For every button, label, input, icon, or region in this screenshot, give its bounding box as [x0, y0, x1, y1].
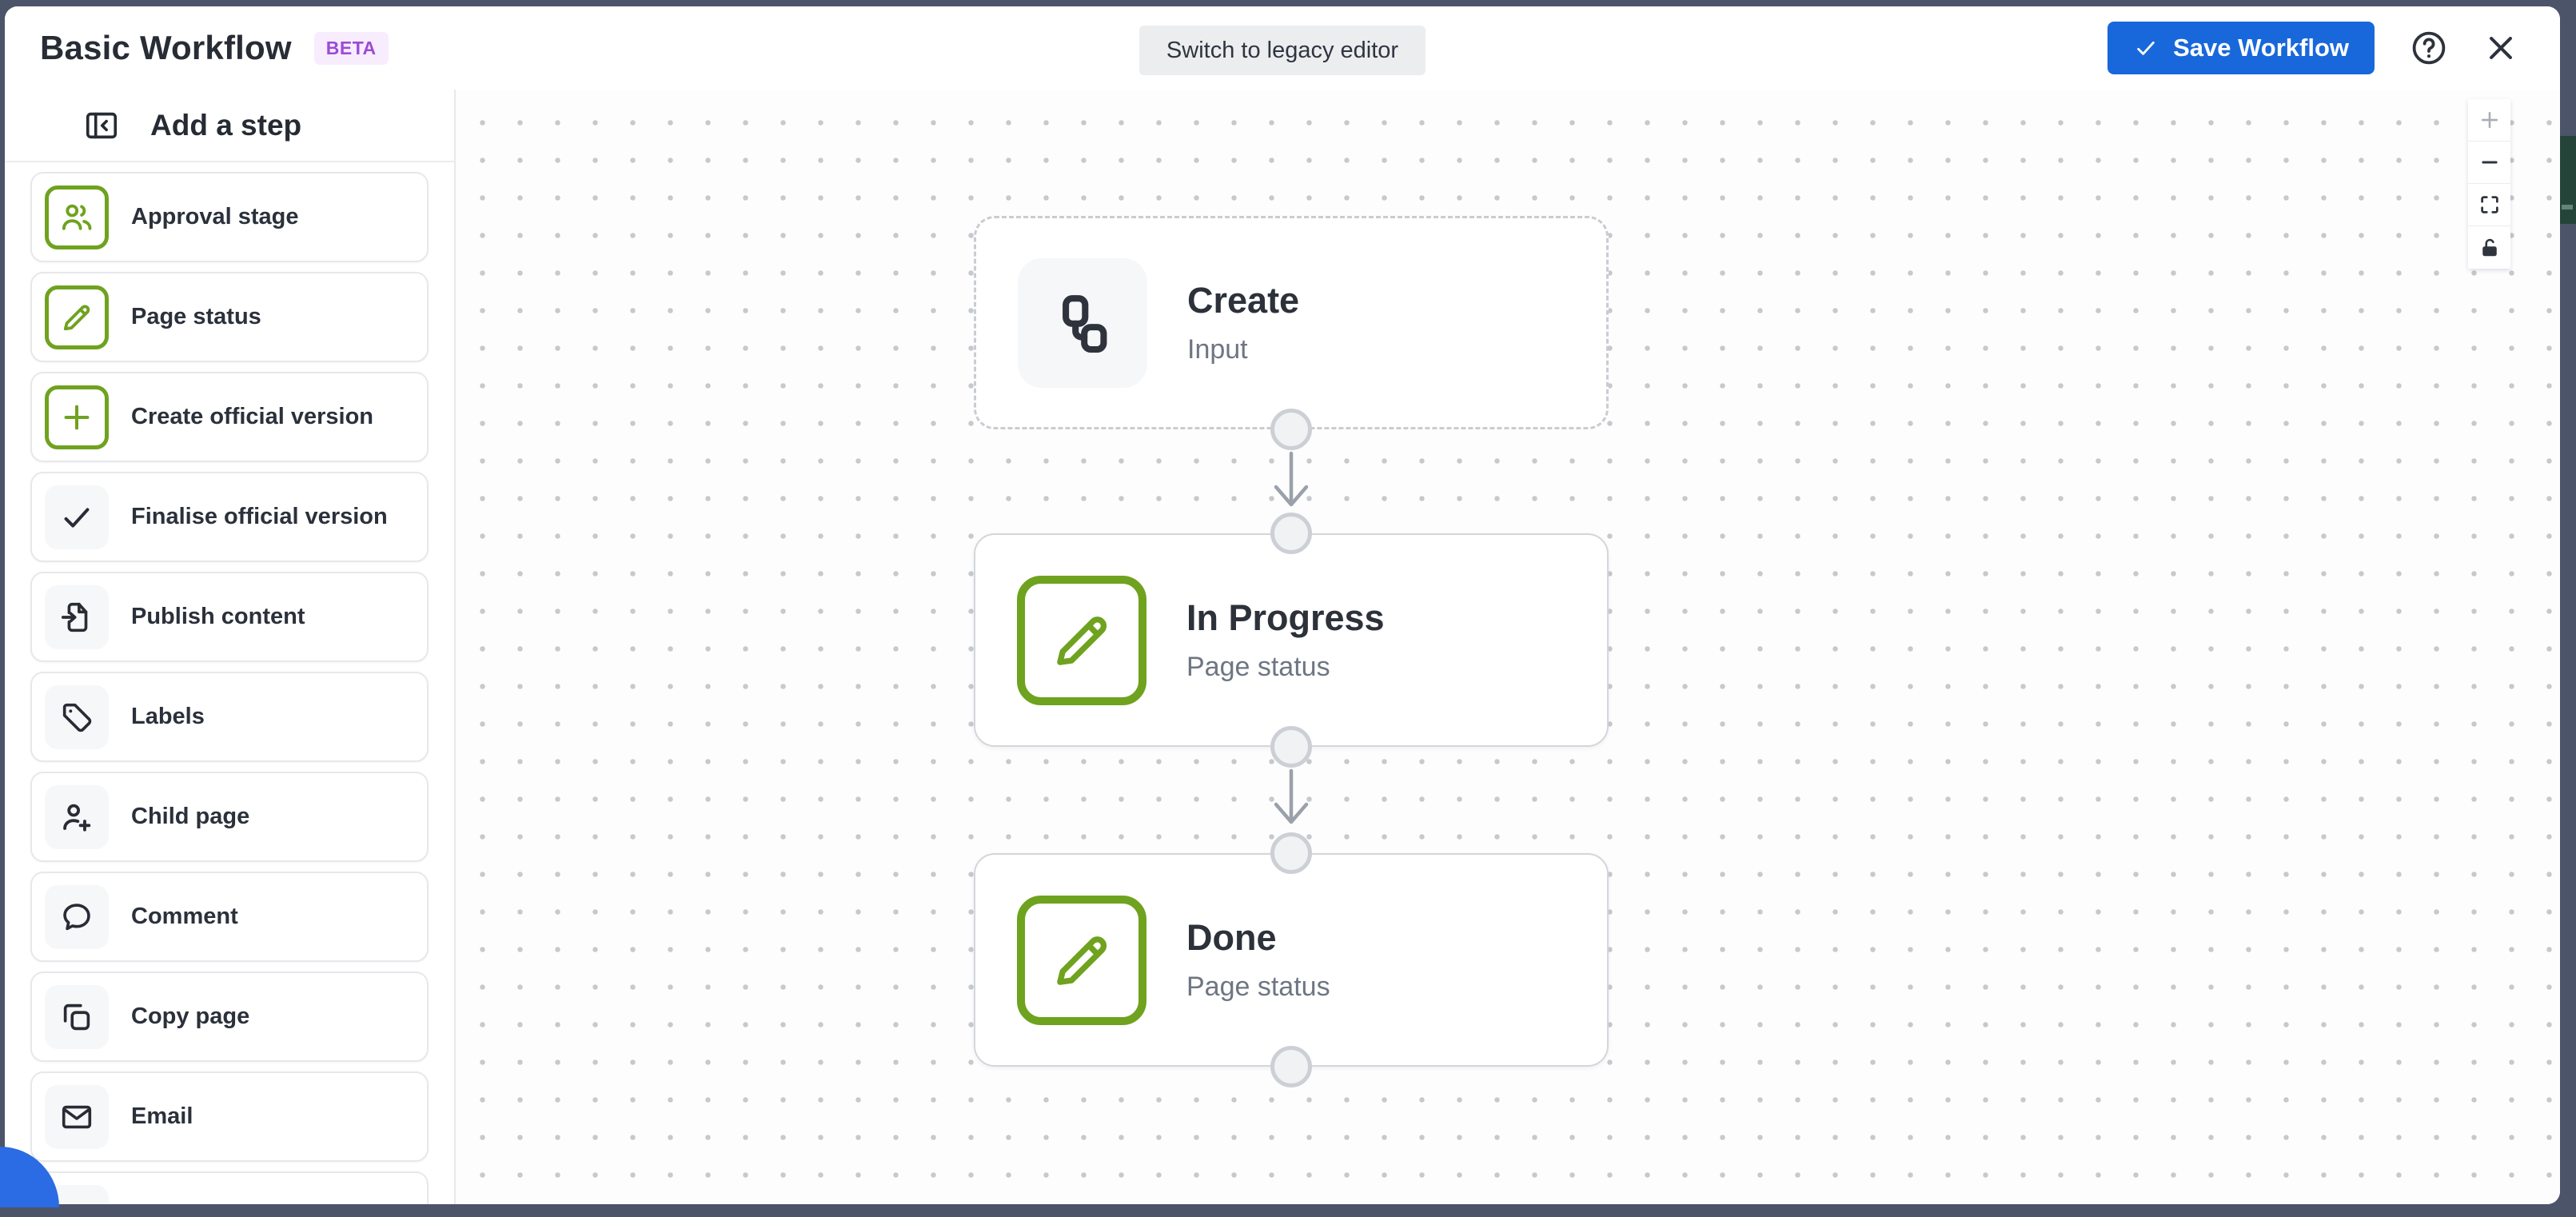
port-inprogress-top[interactable]: [1270, 513, 1312, 554]
help-icon: [2410, 29, 2448, 67]
port-inprogress-bottom[interactable]: [1270, 726, 1312, 768]
node-subtitle: Page status: [1186, 652, 1330, 682]
step-item-label: Comment: [131, 904, 238, 929]
step-item-label: Approval stage: [131, 204, 299, 229]
zoom-in-button[interactable]: [2468, 99, 2510, 142]
step-item-label: Publish content: [131, 604, 305, 629]
help-button[interactable]: [2410, 29, 2448, 67]
lock-open-icon: [2478, 236, 2502, 260]
step-item-child-page[interactable]: Child page: [30, 772, 429, 862]
background-page-sliver: [2558, 136, 2576, 224]
canvas-controls: [2468, 99, 2510, 269]
fit-view-button[interactable]: [2468, 184, 2510, 226]
add-step-sidebar: Add a step Approval stage Page status Cr…: [5, 90, 456, 1204]
port-done-bottom[interactable]: [1270, 1046, 1312, 1087]
workflow-canvas[interactable]: Create Input In Progress Page status Don…: [456, 90, 2560, 1204]
step-item-email[interactable]: Email: [30, 1071, 429, 1162]
publish-icon: [45, 585, 109, 649]
close-icon: [2483, 30, 2518, 66]
step-item-label: Child page: [131, 804, 250, 829]
tag-icon: [45, 684, 109, 749]
plus-icon: [2478, 108, 2502, 132]
step-item-label: Finalise official version: [131, 504, 388, 529]
zoom-out-button[interactable]: [2468, 142, 2510, 184]
step-list: Approval stage Page status Create offici…: [5, 162, 454, 1204]
workflow-icon: [1018, 257, 1147, 388]
mail-icon: [45, 1084, 109, 1149]
node-subtitle: Input: [1187, 334, 1248, 365]
step-item-create-official-version[interactable]: Create official version: [30, 372, 429, 462]
step-item-approval-stage[interactable]: Approval stage: [30, 172, 429, 262]
step-item-finalise-official-version[interactable]: Finalise official version: [30, 472, 429, 562]
toggle-interactivity-button[interactable]: [2468, 226, 2510, 269]
copy-icon: [45, 984, 109, 1049]
step-item-publish-content[interactable]: Publish content: [30, 572, 429, 662]
node-subtitle: Page status: [1186, 972, 1330, 1002]
port-create-bottom[interactable]: [1270, 409, 1312, 450]
editor-header: Basic Workflow BETA Switch to legacy edi…: [5, 6, 2560, 90]
page-title: Basic Workflow: [40, 29, 292, 66]
pencil-icon: [1017, 575, 1146, 705]
header-actions: Save Workflow: [2107, 22, 2518, 74]
step-item-labels[interactable]: Labels: [30, 672, 429, 762]
pencil-icon: [45, 285, 109, 349]
workflow-editor-modal: Basic Workflow BETA Switch to legacy edi…: [5, 6, 2560, 1204]
collapse-panel-icon[interactable]: [83, 107, 120, 144]
plus-icon: [45, 385, 109, 449]
flow-node-in-progress[interactable]: In Progress Page status: [974, 533, 1609, 747]
step-item-page-status[interactable]: Page status: [30, 272, 429, 362]
close-button[interactable]: [2483, 30, 2518, 66]
step-item-label: Page status: [131, 304, 261, 329]
node-title: In Progress: [1186, 597, 1385, 638]
sidebar-header: Add a step: [5, 90, 454, 162]
step-item-copy-page[interactable]: Copy page: [30, 972, 429, 1062]
step-item-label: Email: [131, 1103, 193, 1129]
step-item-partial[interactable]: [30, 1171, 429, 1204]
save-workflow-label: Save Workflow: [2173, 34, 2349, 62]
step-item-label: Copy page: [131, 1004, 250, 1029]
check-icon: [45, 485, 109, 549]
pencil-icon: [1017, 895, 1146, 1025]
sidebar-title: Add a step: [150, 108, 302, 142]
node-title: Done: [1186, 917, 1277, 958]
beta-badge: BETA: [313, 31, 389, 65]
switch-legacy-editor-button[interactable]: Switch to legacy editor: [1138, 26, 1426, 75]
comment-icon: [45, 884, 109, 949]
step-item-comment[interactable]: Comment: [30, 872, 429, 962]
save-workflow-button[interactable]: Save Workflow: [2107, 22, 2375, 74]
step-item-label: Create official version: [131, 404, 373, 429]
node-title: Create: [1187, 280, 1300, 321]
fit-icon: [2478, 193, 2502, 217]
step-item-label: Labels: [131, 704, 205, 729]
check-icon: [2133, 35, 2159, 61]
port-done-top[interactable]: [1270, 832, 1312, 874]
flow-node-create[interactable]: Create Input: [974, 216, 1609, 429]
people-icon: [45, 185, 109, 249]
flow-node-done[interactable]: Done Page status: [974, 853, 1609, 1067]
minus-icon: [2478, 150, 2502, 174]
person-plus-icon: [45, 784, 109, 849]
